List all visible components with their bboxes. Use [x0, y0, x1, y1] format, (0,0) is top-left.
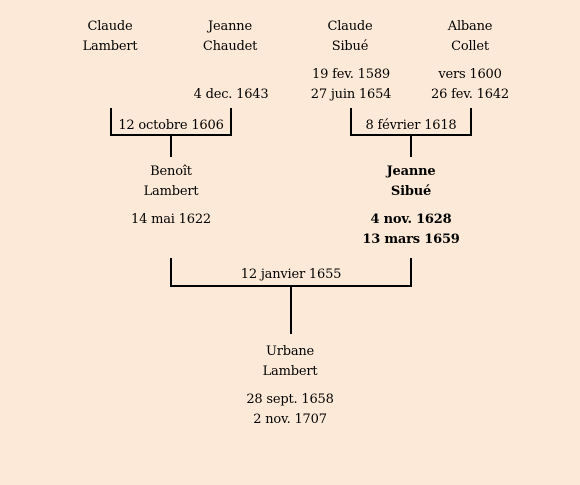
last-name: Chaudet	[202, 39, 258, 54]
first-name: Benoît	[150, 164, 192, 179]
death-date: 2 nov. 1707	[253, 412, 327, 427]
death-date: 26 fev. 1642	[431, 87, 509, 102]
first-name: Albane	[447, 19, 493, 34]
death-date: 13 mars 1659	[362, 232, 460, 247]
last-name: Lambert	[262, 364, 318, 379]
person-claude-lambert: Claude Lambert	[83, 17, 138, 57]
person-claude-sibue: Claude Sibué	[327, 17, 372, 57]
dates-claude-sibue: 19 fev. 1589 27 juin 1654	[310, 65, 392, 105]
dates-jeanne-sibue: 4 nov. 1628 13 mars 1659	[362, 210, 459, 250]
marriage-date-lambert-sibue: 12 janvier 1655	[240, 267, 342, 282]
birth-date: vers 1600	[438, 67, 502, 82]
dates-urbane-lambert: 28 sept. 1658 2 nov. 1707	[246, 390, 334, 430]
first-name: Claude	[327, 19, 373, 34]
person-jeanne-sibue: Jeanne Sibué	[387, 162, 436, 202]
last-name: Lambert	[82, 39, 138, 54]
marriage-date-sibue-collet: 8 février 1618	[365, 118, 457, 133]
birth-date: 28 sept. 1658	[246, 392, 334, 407]
first-name: Jeanne	[386, 164, 436, 179]
person-benoit-lambert: Benoît Lambert	[144, 162, 199, 202]
birth-date: 19 fev. 1589	[312, 67, 390, 82]
first-name: Jeanne	[208, 19, 252, 34]
first-name: Claude	[87, 19, 133, 34]
person-jeanne-chaudet: Jeanne Chaudet	[203, 17, 257, 57]
first-name: Urbane	[265, 344, 315, 359]
marriage-date-lambert-chaudet: 12 octobre 1606	[118, 118, 224, 133]
last-name: Sibué	[390, 184, 432, 199]
birth-date-benoit-lambert: 14 mai 1622	[131, 212, 211, 227]
death-date: 27 juin 1654	[310, 87, 392, 102]
last-name: Lambert	[143, 184, 199, 199]
person-albane-collet: Albane Collet	[447, 17, 493, 57]
death-date-jeanne-chaudet: 4 dec. 1643	[193, 87, 269, 102]
last-name: Sibué	[331, 39, 369, 54]
birth-date: 4 nov. 1628	[370, 212, 452, 227]
dates-albane-collet: vers 1600 26 fev. 1642	[431, 65, 509, 105]
person-urbane-lambert: Urbane Lambert	[263, 342, 318, 382]
last-name: Collet	[451, 39, 489, 54]
